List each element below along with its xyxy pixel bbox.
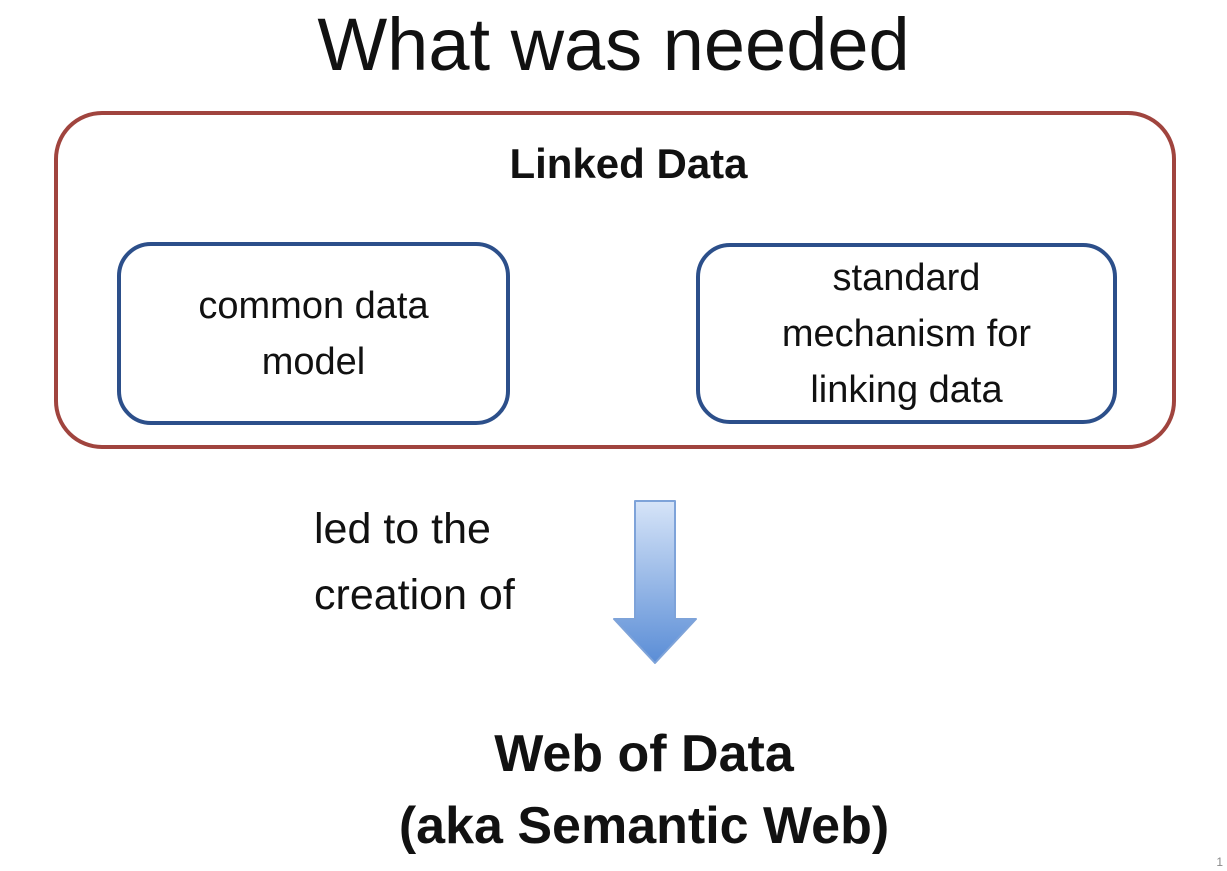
connector-label: led to the creation of — [314, 505, 515, 619]
linked-data-container — [54, 111, 1176, 449]
linking-mechanism-box: standard mechanism for linking data — [696, 243, 1117, 424]
linking-mechanism-text: standard mechanism for linking data — [781, 256, 1032, 411]
linked-data-label: Linked Data — [509, 140, 748, 187]
web-of-data-label: Web of Data (aka Semantic Web) — [398, 725, 890, 855]
down-arrow-icon — [613, 500, 697, 664]
common-data-model-text: common data model — [198, 284, 429, 383]
common-data-model-box: common data model — [117, 242, 510, 425]
page-number: 1 — [1216, 855, 1223, 869]
slide-title: What was needed — [317, 3, 910, 86]
